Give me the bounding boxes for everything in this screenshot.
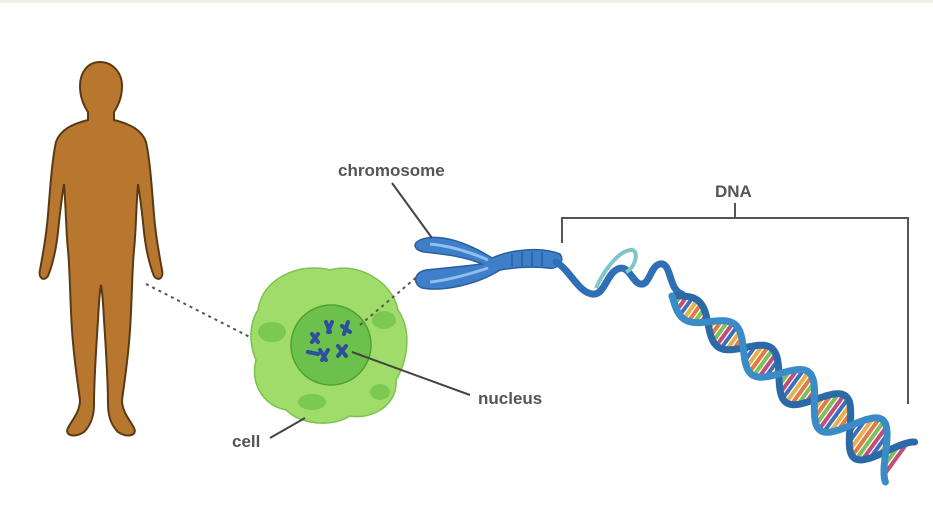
mini-chromosome (306, 350, 320, 356)
dna-backbone-strand (668, 292, 891, 486)
dna-base-pair (781, 368, 806, 400)
chromosome-leader-line (391, 182, 433, 239)
nucleus (291, 305, 371, 385)
nucleus-chromosomes (306, 320, 352, 362)
chromosome-highlight (429, 266, 489, 284)
nucleus-to-chromosome-dotted-line (359, 275, 419, 326)
dna-base-pair (784, 370, 811, 404)
chromosome-shape (414, 236, 563, 290)
mini-chromosome (336, 344, 348, 358)
mini-chromosome (340, 320, 352, 336)
nucleus-outline (290, 304, 372, 386)
cell-organelle (298, 394, 326, 410)
chromosome (414, 236, 563, 290)
cell-organelle (372, 311, 396, 329)
body-to-cell-dotted-line (145, 283, 286, 356)
nucleus-leader-line (351, 351, 471, 396)
uncoiling-strand (552, 247, 686, 298)
dna-base-pair (747, 345, 770, 374)
mini-chromosome (310, 332, 320, 344)
dna-backbone-strand (668, 292, 919, 464)
top-border (0, 0, 933, 3)
dna-base-pair (822, 397, 850, 434)
dna-double-helix (668, 292, 919, 486)
dna-base-pair (751, 348, 775, 377)
human-figure (38, 60, 164, 437)
dna-bracket (561, 217, 909, 404)
cell (250, 267, 408, 424)
mini-chromosome (318, 348, 330, 362)
cell-organelle (370, 384, 390, 400)
nucleus-label: nucleus (478, 389, 542, 408)
dna-base-pair (828, 403, 852, 434)
mini-chromosome (324, 320, 334, 334)
human-body-shape (38, 60, 164, 437)
chromosome-bands (511, 252, 543, 266)
dna-base-pair (814, 392, 841, 426)
coil-loop (594, 247, 638, 289)
dna-label: DNA (715, 182, 752, 201)
dna-base-pair (711, 320, 730, 343)
dna-base-pair (848, 416, 875, 452)
dna-base-pair (854, 420, 886, 461)
dna-base-pair (745, 344, 765, 369)
dna-base-pair (882, 441, 910, 477)
dna-base-pair (719, 325, 739, 350)
chromosome-highlight (429, 242, 489, 262)
cell-leader-line (269, 417, 306, 439)
chromosome-label: chromosome (338, 161, 445, 180)
dna-base-pair (789, 375, 814, 406)
cell-organelle (258, 322, 286, 342)
cell-label: cell (232, 432, 260, 451)
dna-base-pair (714, 321, 735, 347)
dna-base-pair (850, 417, 882, 458)
dna-base-pair (682, 298, 699, 321)
dna-base-pair (757, 352, 778, 379)
coiled-strand (552, 258, 686, 298)
dna-base-pair (817, 393, 846, 431)
dna-base-pair (860, 425, 889, 462)
